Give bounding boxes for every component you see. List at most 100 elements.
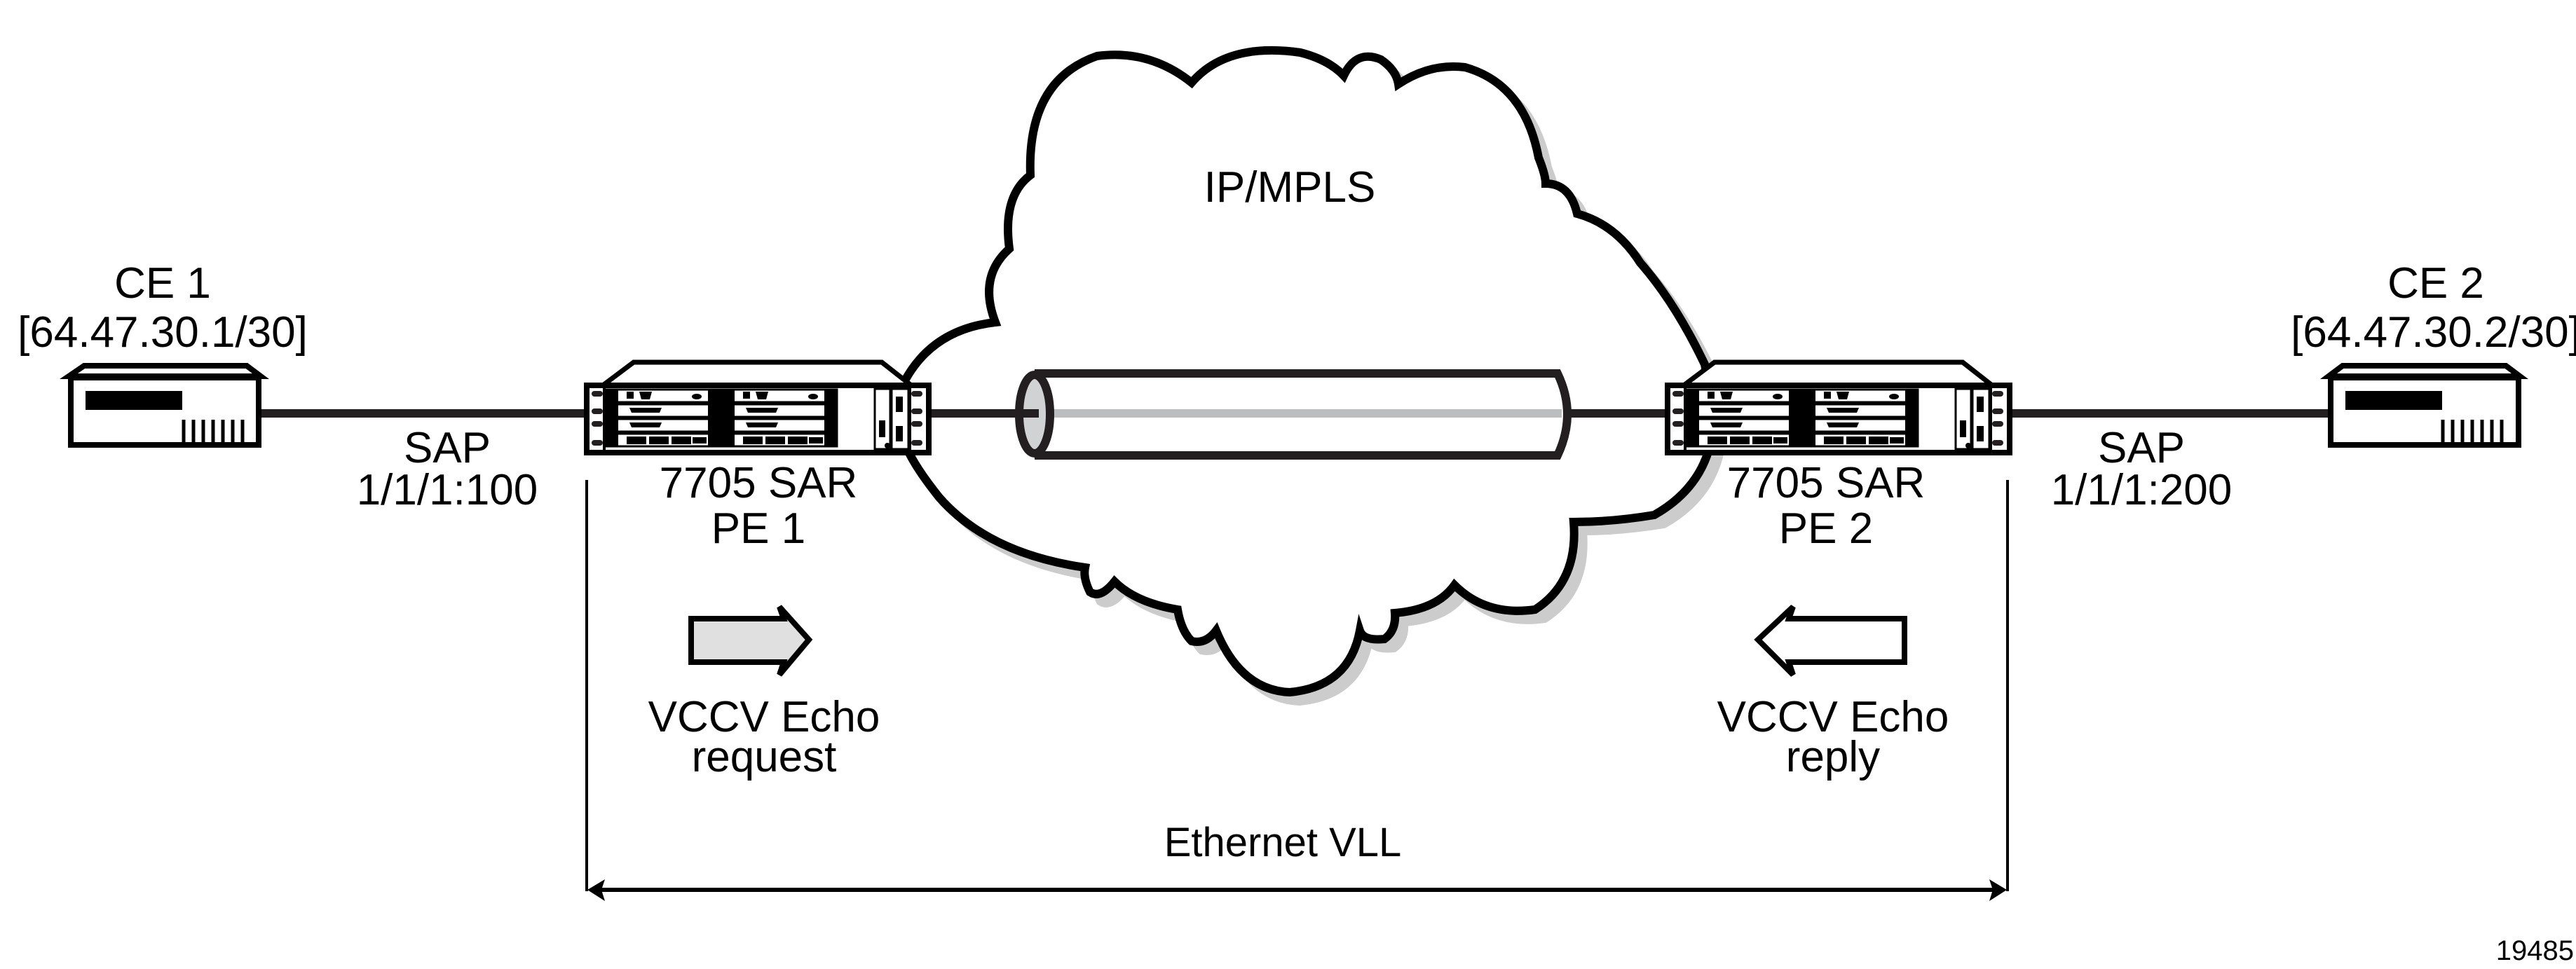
port bbox=[627, 437, 646, 444]
sap1-label: SAP bbox=[404, 424, 491, 472]
card-latch bbox=[1789, 434, 1801, 446]
port bbox=[1708, 437, 1727, 444]
chassis-top bbox=[1676, 359, 2000, 388]
card-latch bbox=[606, 434, 618, 446]
port bbox=[809, 437, 823, 444]
card-slot bbox=[604, 403, 722, 418]
port bbox=[896, 397, 903, 412]
port bbox=[1836, 392, 1849, 399]
chassis-top bbox=[595, 359, 919, 388]
led bbox=[808, 394, 818, 399]
port bbox=[1890, 437, 1904, 444]
card-slot bbox=[721, 388, 838, 404]
port bbox=[1708, 392, 1715, 399]
port bbox=[649, 437, 669, 444]
port bbox=[1977, 426, 1984, 441]
card-slot bbox=[604, 418, 722, 433]
card-slot bbox=[1801, 403, 1919, 418]
ear-screw bbox=[1672, 408, 1684, 414]
echo-request-label-line1: VCCV Echo bbox=[648, 693, 880, 741]
figure-number: 19485 bbox=[2496, 935, 2574, 966]
card-slot bbox=[604, 388, 722, 404]
sap2-id-label: 1/1/1:200 bbox=[2051, 466, 2233, 514]
card-latch bbox=[1905, 390, 1918, 402]
port bbox=[746, 408, 778, 413]
port bbox=[627, 392, 634, 399]
led bbox=[885, 443, 890, 448]
card-latch bbox=[708, 390, 721, 402]
card-latch bbox=[1803, 404, 1815, 417]
echo-reply-label-line2: reply bbox=[1786, 733, 1880, 781]
card-slot bbox=[1801, 418, 1919, 433]
card-latch bbox=[708, 434, 721, 446]
card-latch bbox=[722, 390, 735, 402]
card-slot bbox=[1685, 403, 1803, 418]
card-latch bbox=[722, 419, 735, 432]
card-slot bbox=[1685, 418, 1803, 433]
ear-screw bbox=[1672, 391, 1684, 397]
cloud-label: IP/MPLS bbox=[1204, 163, 1376, 212]
port bbox=[629, 422, 662, 427]
card-latch bbox=[824, 390, 837, 402]
card-slot bbox=[1685, 388, 1803, 404]
card-latch bbox=[708, 419, 721, 432]
card-latch bbox=[1789, 419, 1801, 432]
sap1-id-label: 1/1/1:100 bbox=[357, 466, 538, 514]
card-slot bbox=[1801, 388, 1919, 404]
led bbox=[1889, 394, 1899, 399]
ce1-name-label: CE 1 bbox=[114, 259, 211, 308]
port bbox=[1710, 422, 1743, 427]
ce1-address-label: [64.47.30.1/30] bbox=[18, 308, 308, 357]
port bbox=[1824, 392, 1831, 399]
ear-screw bbox=[1992, 421, 2003, 427]
card-latch bbox=[824, 404, 837, 417]
echo-reply-arrow-icon bbox=[1754, 605, 1907, 677]
port bbox=[896, 426, 903, 441]
port bbox=[1977, 397, 1984, 412]
ce1-device-icon bbox=[60, 363, 269, 448]
ear-screw bbox=[911, 421, 922, 427]
port bbox=[746, 422, 778, 427]
ear-screw bbox=[592, 421, 603, 427]
ear-screw bbox=[592, 440, 603, 446]
port bbox=[756, 392, 768, 399]
ear-screw bbox=[911, 408, 922, 414]
port bbox=[1827, 408, 1859, 413]
port bbox=[1827, 422, 1859, 427]
port bbox=[1846, 437, 1866, 444]
card-slot bbox=[721, 418, 838, 433]
port bbox=[743, 437, 763, 444]
card-slot bbox=[721, 403, 838, 418]
port bbox=[1773, 437, 1787, 444]
card-latch bbox=[1686, 390, 1699, 402]
port bbox=[1752, 437, 1772, 444]
pe1-router-icon bbox=[584, 359, 932, 455]
port bbox=[639, 392, 652, 399]
port bbox=[879, 420, 885, 437]
ear-screw bbox=[1992, 391, 2003, 397]
echo-reply-label-line1: VCCV Echo bbox=[1717, 693, 1949, 741]
lsp-tunnel bbox=[1009, 369, 1572, 460]
card-latch bbox=[1803, 434, 1815, 446]
card-latch bbox=[708, 404, 721, 417]
pe2-router-icon bbox=[1665, 359, 2012, 455]
card-latch bbox=[606, 404, 618, 417]
port bbox=[743, 392, 750, 399]
card-latch bbox=[722, 404, 735, 417]
port bbox=[1720, 392, 1733, 399]
port bbox=[1710, 408, 1743, 413]
pe2-name-label: PE 2 bbox=[1779, 504, 1873, 553]
pe2-model-label: 7705 SAR bbox=[1727, 459, 1926, 507]
led bbox=[1965, 443, 1971, 448]
port bbox=[1730, 437, 1750, 444]
ear-screw bbox=[1672, 421, 1684, 427]
echo-request-arrow-icon bbox=[688, 605, 813, 677]
pe1-model-label: 7705 SAR bbox=[660, 459, 858, 507]
pe1-name-label: PE 1 bbox=[711, 504, 805, 553]
card-latch bbox=[1905, 419, 1918, 432]
card-latch bbox=[1686, 434, 1699, 446]
card-latch bbox=[1686, 404, 1699, 417]
ear-screw bbox=[1992, 440, 2003, 446]
card-latch bbox=[1803, 390, 1815, 402]
